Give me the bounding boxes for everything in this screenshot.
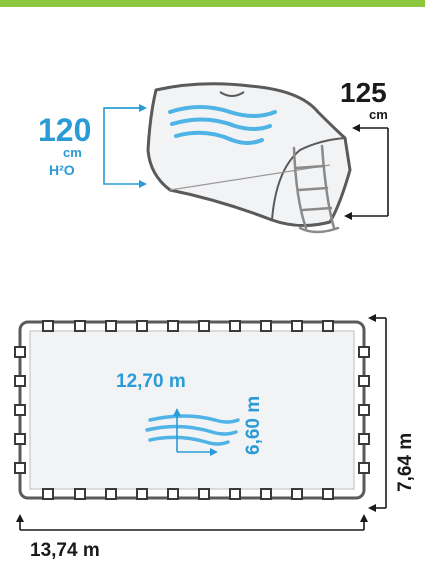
support-post bbox=[167, 488, 179, 500]
depth-unit: cm bbox=[63, 145, 82, 160]
inner-direction-arrows bbox=[173, 408, 218, 456]
support-post bbox=[136, 320, 148, 332]
height-value: 125 bbox=[340, 77, 387, 108]
depth-water-label: H²O bbox=[49, 162, 75, 178]
support-post bbox=[136, 488, 148, 500]
pool-width-label: 6,60 m bbox=[243, 395, 264, 455]
support-post bbox=[74, 320, 86, 332]
support-post bbox=[14, 404, 26, 416]
support-post bbox=[260, 488, 272, 500]
height-unit: cm bbox=[369, 107, 388, 122]
support-post bbox=[260, 320, 272, 332]
support-post bbox=[291, 320, 303, 332]
height-bracket bbox=[344, 124, 389, 220]
support-post bbox=[358, 404, 370, 416]
ladder bbox=[292, 144, 340, 234]
support-post bbox=[358, 375, 370, 387]
support-post bbox=[42, 320, 54, 332]
support-post bbox=[198, 488, 210, 500]
support-post bbox=[358, 346, 370, 358]
support-post bbox=[291, 488, 303, 500]
pool-length-label: 12,70 m bbox=[116, 371, 186, 392]
accent-bar bbox=[0, 0, 425, 7]
support-post bbox=[14, 462, 26, 474]
side-view-pool bbox=[146, 82, 352, 227]
water-waves-side bbox=[168, 105, 277, 145]
support-post bbox=[105, 488, 117, 500]
support-post bbox=[198, 320, 210, 332]
overall-length-label: 13,74 m bbox=[30, 540, 100, 561]
depth-bracket bbox=[103, 104, 147, 188]
support-post bbox=[229, 488, 241, 500]
support-post bbox=[14, 346, 26, 358]
support-post bbox=[105, 320, 117, 332]
support-post bbox=[229, 320, 241, 332]
support-post bbox=[14, 375, 26, 387]
support-post bbox=[358, 462, 370, 474]
support-post bbox=[14, 433, 26, 445]
depth-value: 120 bbox=[38, 112, 92, 148]
top-view-frame bbox=[18, 320, 366, 500]
support-post bbox=[74, 488, 86, 500]
water-waves-top bbox=[145, 414, 240, 446]
support-post bbox=[322, 488, 334, 500]
support-post bbox=[167, 320, 179, 332]
overall-width-label: 7,64 m bbox=[395, 432, 416, 492]
support-post bbox=[322, 320, 334, 332]
overall-width-bracket bbox=[368, 314, 387, 512]
support-posts bbox=[14, 320, 370, 500]
support-post bbox=[358, 433, 370, 445]
overall-length-bracket bbox=[16, 514, 368, 531]
support-post bbox=[42, 488, 54, 500]
